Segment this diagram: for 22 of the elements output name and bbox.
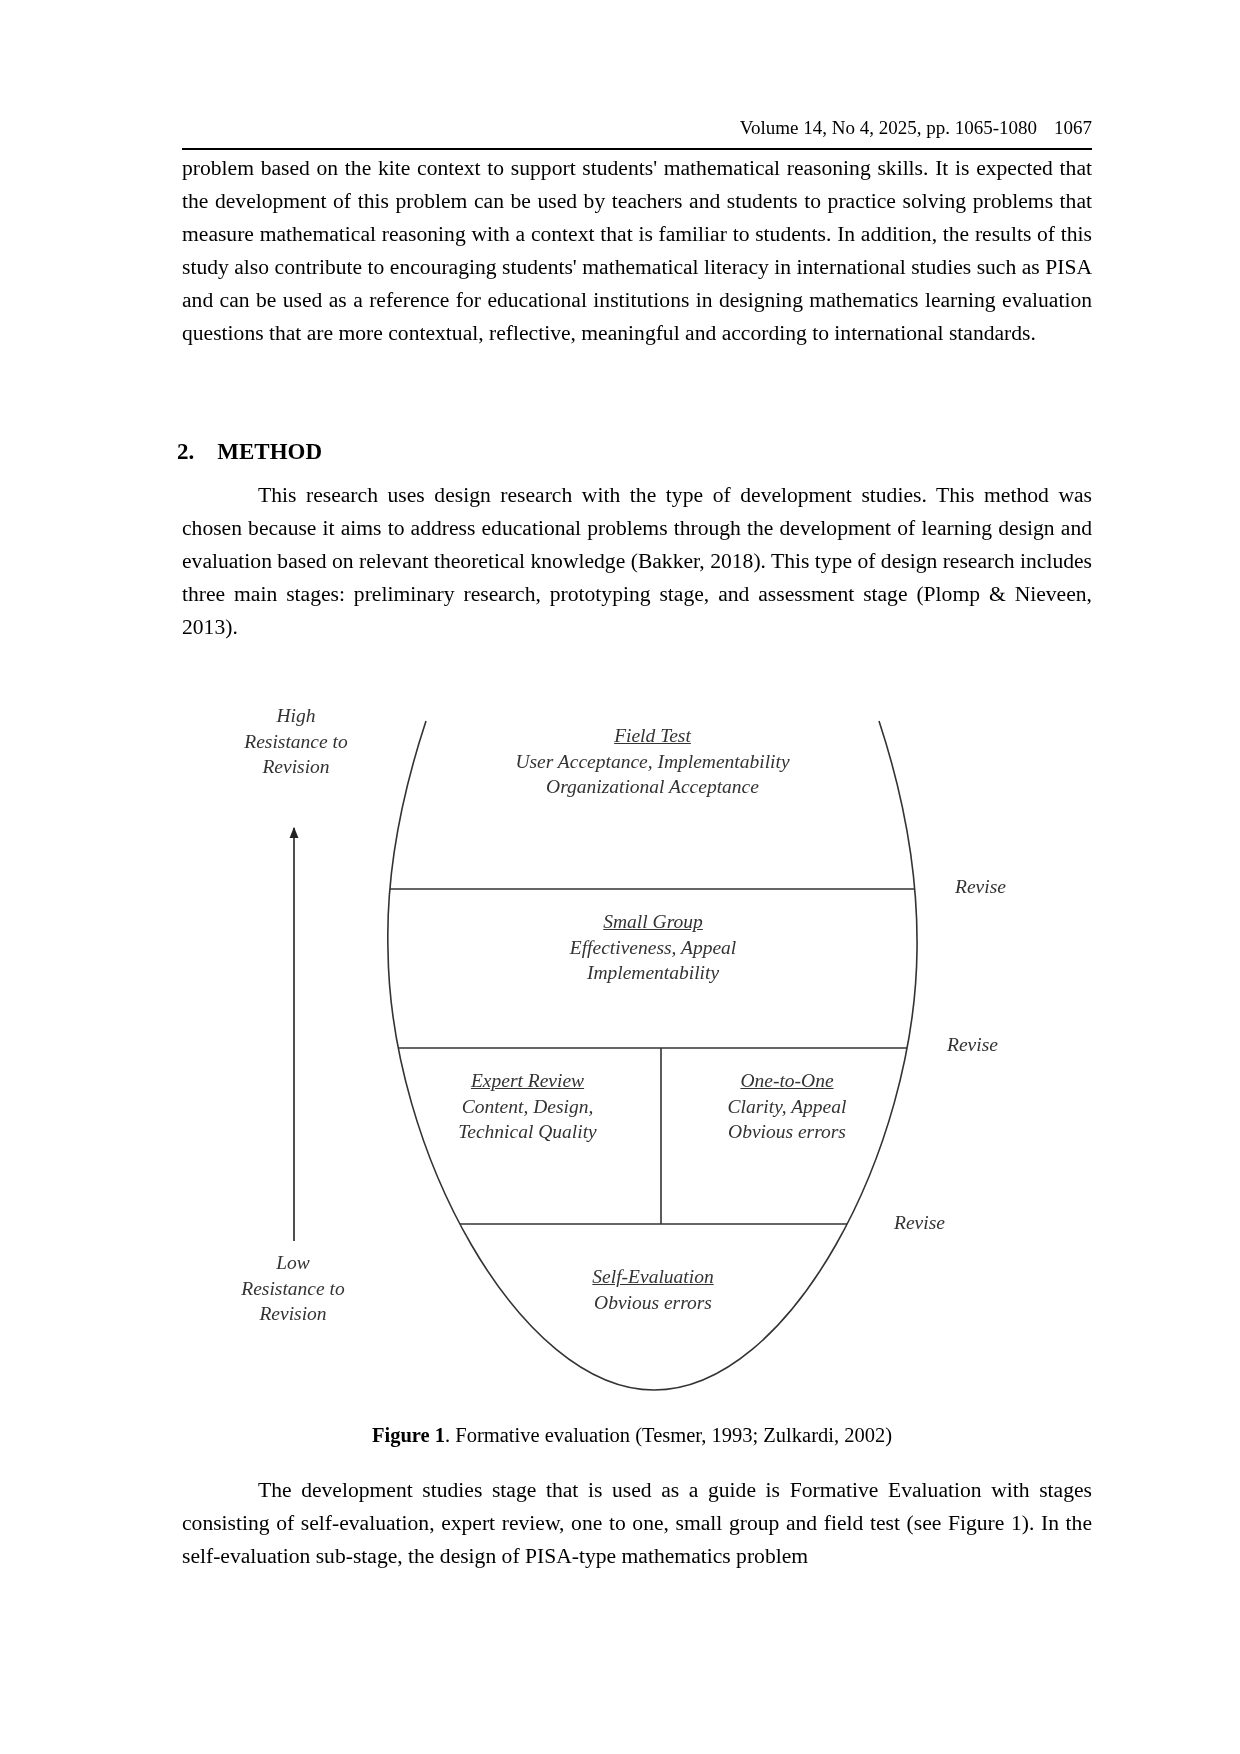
stage-heading: One-to-One [740, 1069, 834, 1093]
stage-criteria: Content, Design, Technical Quality [457, 1094, 598, 1144]
page-number: 1067 [1054, 117, 1092, 139]
revise-label: Revise [947, 1033, 998, 1057]
stage-criteria: Effectiveness, Appeal Implementability [568, 935, 738, 985]
body-paragraph: This research uses design research with the type of development studies. This method was chosen because it aims to address educational problems through the development of learning design and evaluation based on relevant theoretical knowledge (Bakker, 2018). This type of design research includes three main stages: preliminary research, prototyping stage, and assessment stage (Plomp & Nieveen, 2013). [182, 482, 1092, 641]
figure-caption: Figure 1. Formative evaluation (Tesmer, 1993; Zulkardi, 2002) [371, 1424, 893, 1447]
section-heading: 2. METHOD [177, 439, 323, 465]
stage-heading: Field Test [614, 724, 691, 748]
stage-heading: Self-Evaluation [592, 1265, 714, 1289]
axis-label: High Resistance to Revision [243, 704, 349, 779]
body-paragraph: problem based on the kite context to support students' mathematical reasoning skills. It is expected that the development of this problem can be used by teachers and students to practice solving problems that measure mathematical reasoning with a context that is familiar to students. In addition, the results of this study also contribute to encouraging students' mathematical literacy in international studies such as PISA and can be used as a reference for educational institutions in designing mathematics learning evaluation questions that are more contextual, reflective, meaningful and according to international standards. [182, 155, 1092, 347]
stage-criteria: User Acceptance, Implementability Organizational Acceptance [514, 749, 791, 799]
journal-issue: Volume 14, No 4, 2025, pp. 1065-1080 [739, 117, 1037, 139]
stage-criteria: Clarity, Appeal Obvious errors [726, 1094, 848, 1144]
revise-label: Revise [894, 1211, 945, 1235]
body-paragraph: The development studies stage that is used as a guide is Formative Evaluation with stages consisting of self-evaluation, expert review, one to one, small group and field test (see Figure 1). In the self-evaluation sub-stage, the design of PISA-type mathematics problem [182, 1477, 1092, 1570]
stage-heading: Expert Review [470, 1069, 585, 1093]
axis-label: Low Resistance to Revision [240, 1251, 346, 1326]
revise-label: Revise [955, 875, 1006, 899]
stage-heading: Small Group [603, 910, 703, 934]
stage-criteria: Obvious errors [594, 1290, 712, 1315]
